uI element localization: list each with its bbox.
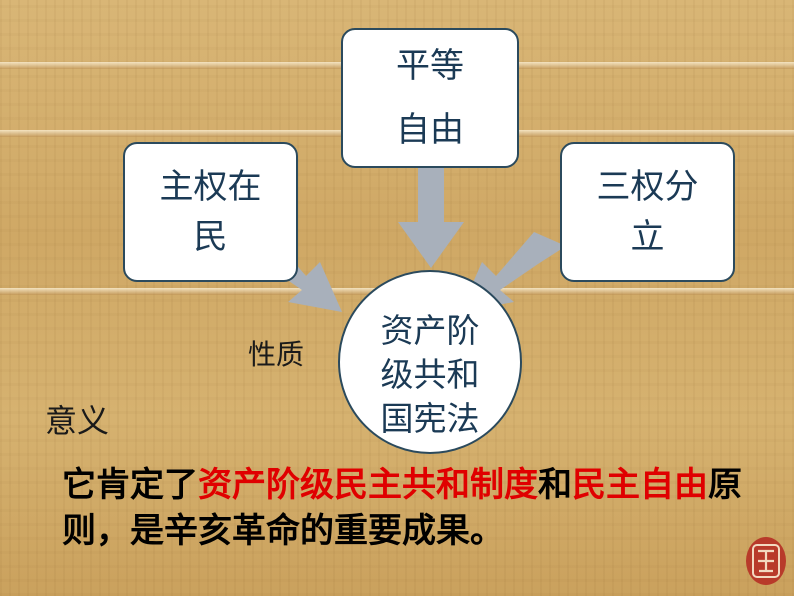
right-box-line-1: 三权分 [596,167,699,207]
center-text: 资产阶级共和国宪法 [380,311,480,438]
arrow-down [398,168,464,268]
top-box-line-2: 自由 [396,110,464,150]
top-box-line-1: 平等 [396,46,464,86]
left-box: 主权在 民 [123,142,298,282]
nature-label: 性质 [248,338,305,371]
meaning-part-2: 资产阶级民主共和制度 [198,465,538,505]
meaning-part-5: 原则，是辛亥革命的重要成果。 [62,465,742,551]
center-circle: 资产阶级共和国宪法 [338,270,522,454]
top-box: 平等 自由 [341,28,519,168]
left-box-line-2: 民 [193,217,228,257]
meaning-part-1: 它肯定了 [62,465,198,505]
meaning-text: 它肯定了资产阶级民主共和制度和民主自由原则，是辛亥革命的重要成果。 [62,462,762,554]
meaning-part-4: 民主自由 [572,465,708,505]
seal-icon [746,537,786,585]
right-box-line-2: 立 [630,217,665,257]
meaning-part-3: 和 [538,465,572,505]
left-box-line-1: 主权在 [159,167,262,207]
right-box: 三权分 立 [560,142,735,282]
meaning-label: 意义 [45,402,110,440]
